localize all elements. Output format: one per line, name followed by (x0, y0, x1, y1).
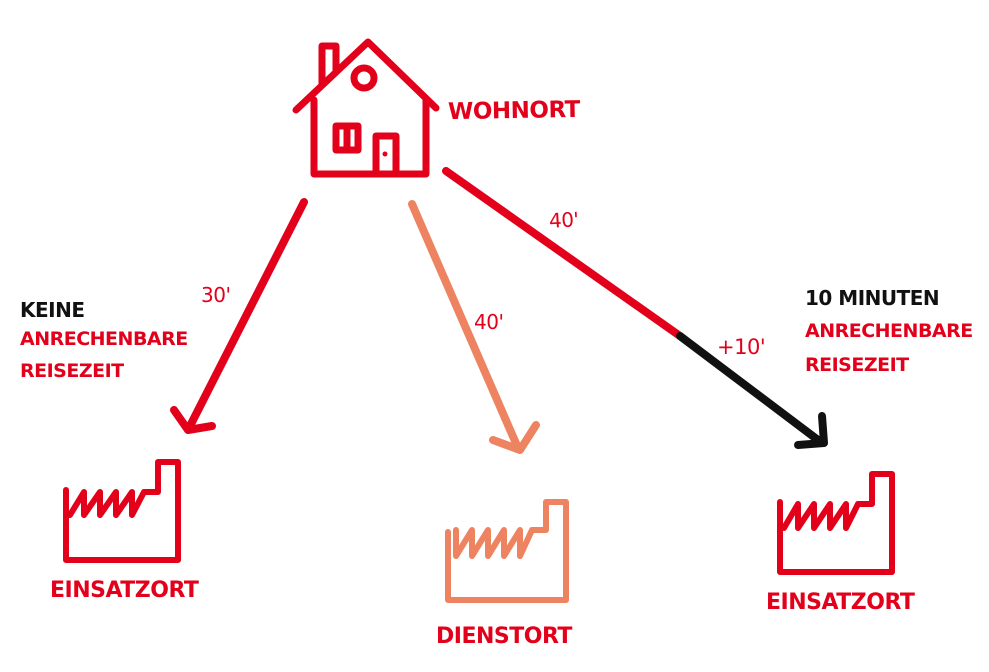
house-icon (292, 38, 440, 178)
note-right-line-2: REISEZEIT (805, 354, 909, 376)
factory-icon (777, 471, 895, 575)
factory-icon (63, 459, 181, 563)
door-knob (382, 151, 388, 157)
einsatzort-right-label: EINSATZORT (766, 590, 915, 615)
note-left-head: KEINE (20, 298, 85, 322)
travel-time-right: 40' (548, 207, 580, 233)
arrow-to-einsatzort-left (170, 198, 308, 434)
factory-icon (445, 499, 569, 603)
travel-time-middle: 40' (474, 310, 504, 334)
arrow-to-dienstort (408, 200, 540, 454)
note-right-line-1: ANRECHENBARE (805, 320, 973, 342)
note-left-line-1: ANRECHENBARE (20, 328, 188, 350)
arrow-to-einsatzort-right (442, 167, 828, 449)
wohnort-label: WOHNORT (447, 96, 581, 126)
travel-time-left: 30' (201, 283, 231, 307)
extra-time-right: +10' (717, 335, 766, 359)
einsatzort-left-label: EINSATZORT (50, 578, 199, 603)
note-left-line-2: REISEZEIT (20, 360, 124, 382)
note-right-head: 10 MINUTEN (805, 286, 940, 310)
dienstort-label: DIENSTORT (436, 624, 572, 649)
